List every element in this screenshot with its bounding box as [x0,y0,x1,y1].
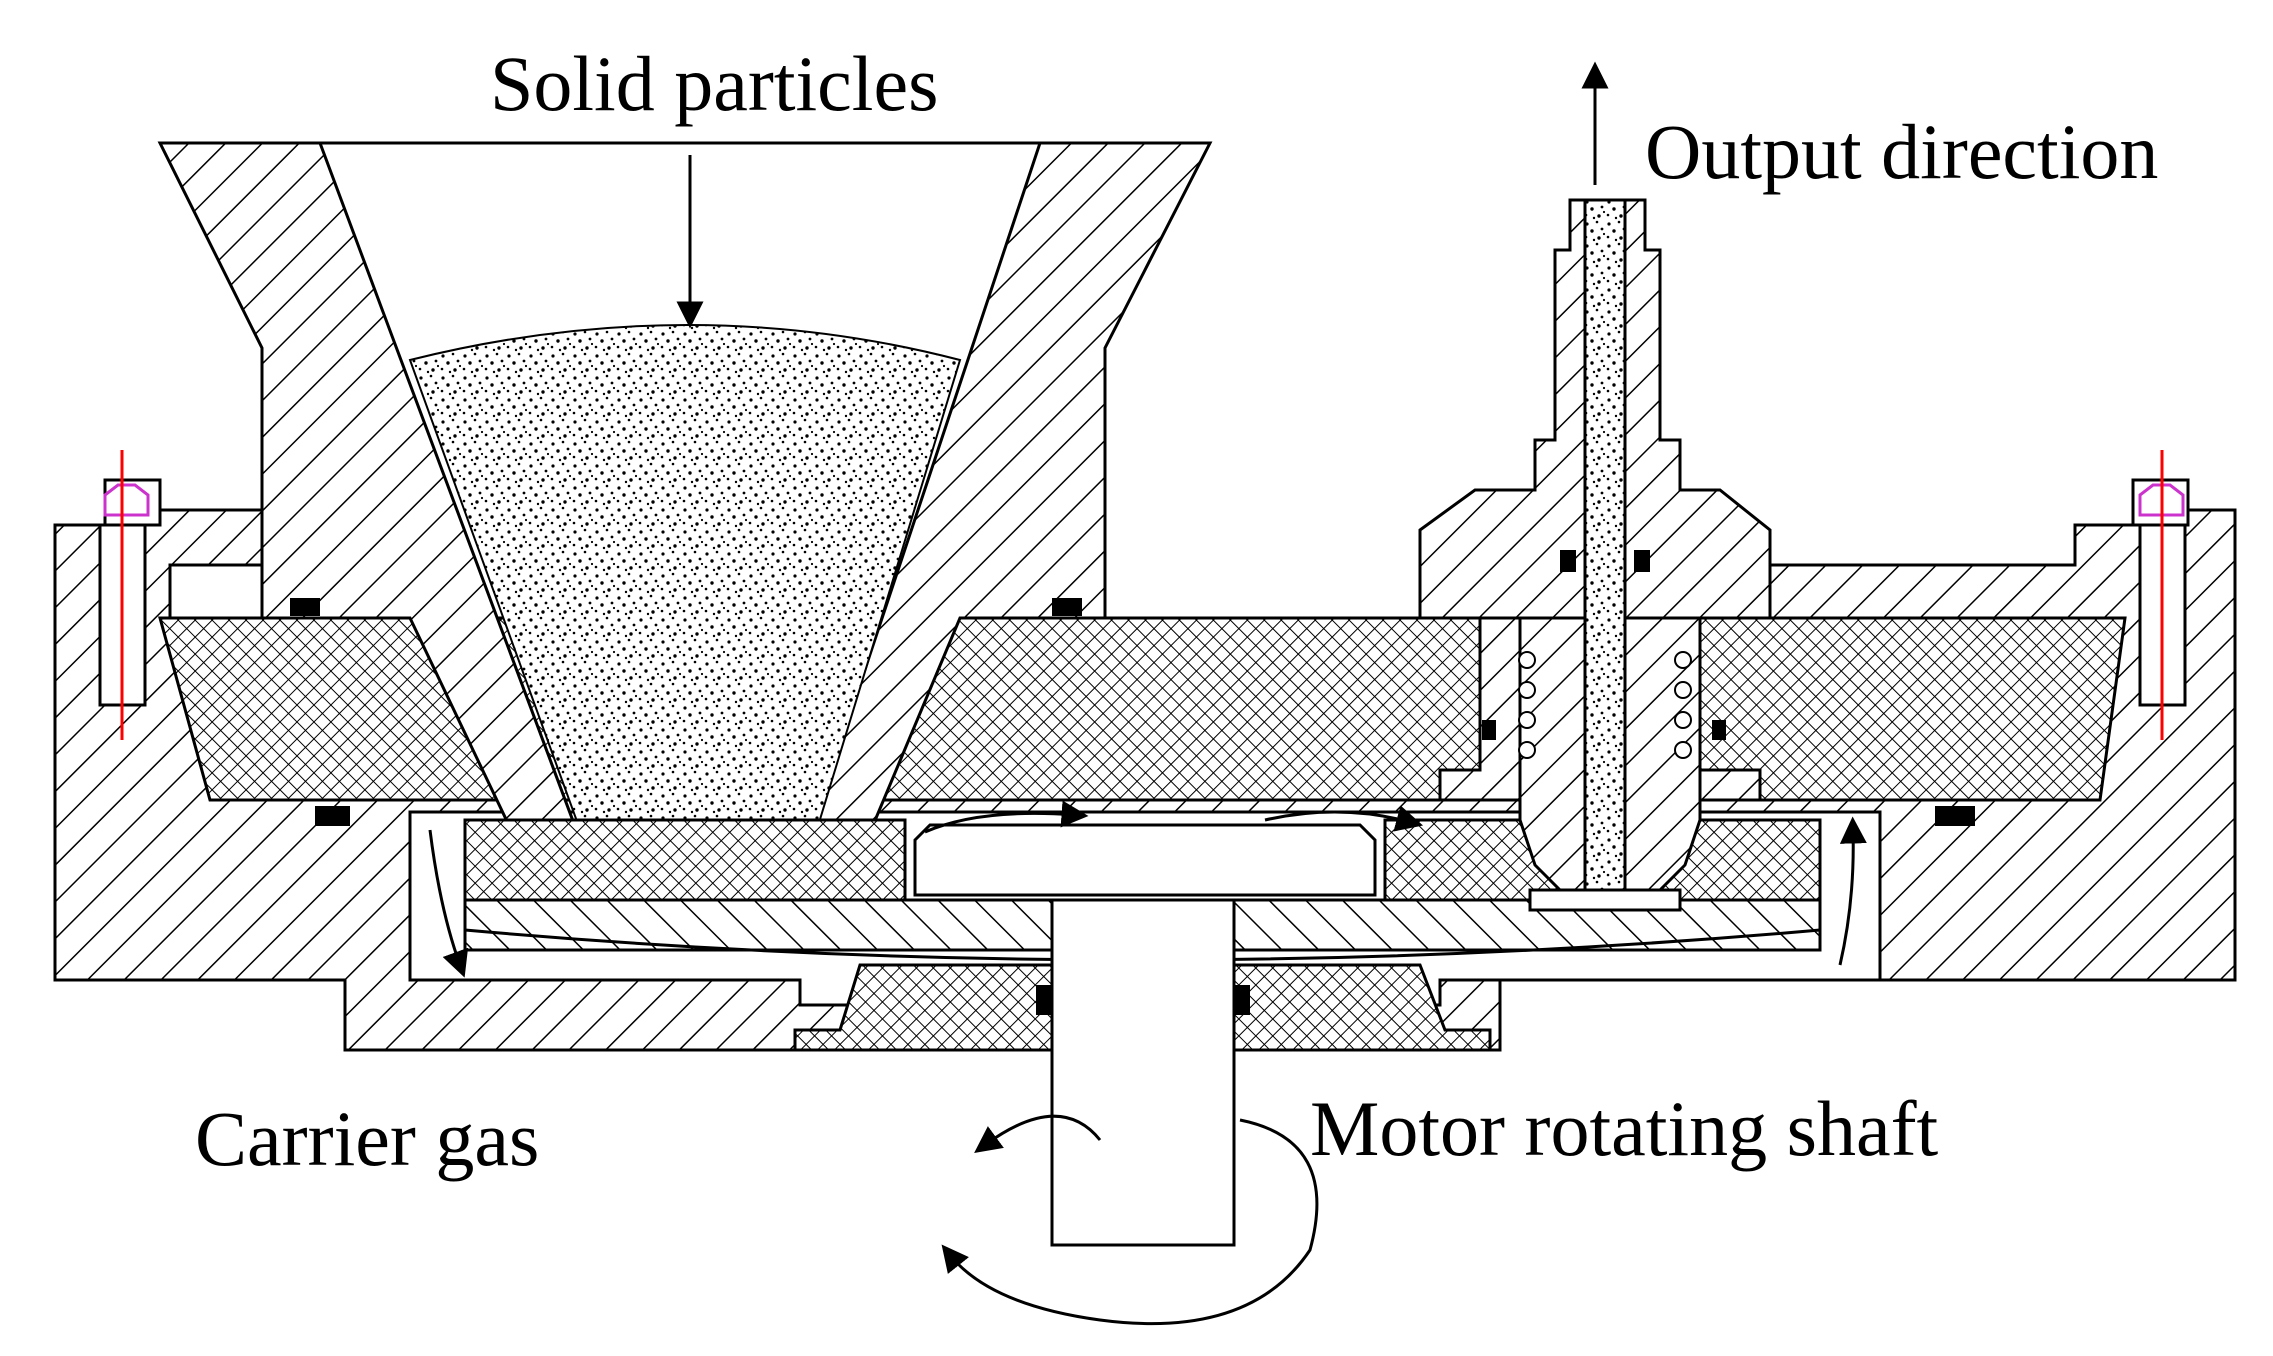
carrier-gas-label: Carrier gas [195,1095,539,1182]
right-bolt [2131,450,2190,740]
motor-shaft-label: Motor rotating shaft [1310,1085,1939,1172]
solid-particles-label: Solid particles [490,40,938,127]
flow-arrows [428,61,1867,1326]
output-nozzle [1418,198,1772,912]
hopper [157,141,1213,882]
output-direction-label: Output direction [1645,108,2158,195]
o-ring-seals [290,550,1975,826]
left-bolt [98,450,162,740]
motor-shaft [1036,898,1250,1247]
